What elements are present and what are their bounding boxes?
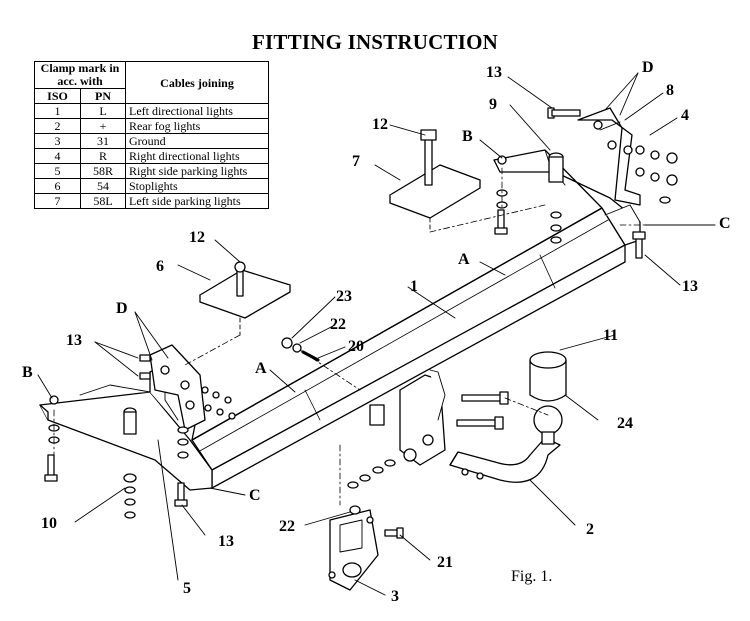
label-12-left: 12 bbox=[189, 229, 205, 246]
label-10: 10 bbox=[41, 515, 57, 532]
label-4: 4 bbox=[681, 107, 689, 124]
label-13-bottom: 13 bbox=[218, 533, 234, 550]
right-bracket-d bbox=[577, 107, 641, 206]
plate-7 bbox=[389, 129, 481, 233]
header-clamp-mark: Clamp mark in acc. with bbox=[34, 61, 126, 89]
hitch-mount-plate bbox=[369, 369, 446, 466]
header-pn: PN bbox=[80, 88, 126, 104]
label-20: 20 bbox=[348, 338, 364, 355]
label-c-right: C bbox=[719, 215, 731, 232]
label-22-bottom: 22 bbox=[279, 518, 295, 535]
label-22-top: 22 bbox=[330, 316, 346, 333]
label-b-left: B bbox=[22, 364, 33, 381]
bolts-and-nuts bbox=[44, 107, 678, 539]
label-13-top: 13 bbox=[486, 64, 502, 81]
label-24: 24 bbox=[617, 415, 633, 432]
label-5: 5 bbox=[183, 580, 191, 597]
label-13-right: 13 bbox=[682, 278, 698, 295]
leader-lines bbox=[37, 72, 716, 596]
label-d-right: D bbox=[642, 59, 654, 76]
assembly-lines bbox=[53, 167, 661, 506]
figure-caption: Fig. 1. bbox=[511, 568, 552, 585]
left-bracket-d bbox=[149, 344, 206, 431]
label-2: 2 bbox=[586, 521, 594, 538]
label-12-right: 12 bbox=[372, 116, 388, 133]
label-13-left: 13 bbox=[66, 332, 82, 349]
page-title: FITTING INSTRUCTION bbox=[252, 30, 498, 54]
label-21: 21 bbox=[437, 554, 453, 571]
right-side-bracket bbox=[493, 149, 641, 246]
ball-hitch-2 bbox=[449, 405, 563, 483]
label-9: 9 bbox=[489, 96, 497, 113]
label-7: 7 bbox=[352, 153, 360, 170]
label-b-right: B bbox=[462, 128, 473, 145]
ball-cover-24 bbox=[529, 351, 567, 402]
header-iso: ISO bbox=[33, 88, 82, 104]
socket-plate-3 bbox=[328, 509, 379, 591]
label-3: 3 bbox=[391, 588, 399, 605]
label-11: 11 bbox=[603, 327, 618, 344]
label-c-left: C bbox=[249, 487, 261, 504]
header-cables-joining: Cables joining bbox=[125, 61, 269, 104]
label-a-right: A bbox=[458, 251, 470, 268]
plate-6 bbox=[199, 261, 291, 336]
label-a-left: A bbox=[255, 360, 267, 377]
cables-joining-table: Clamp mark in acc. with Cables joining I… bbox=[33, 61, 269, 209]
label-23: 23 bbox=[336, 288, 352, 305]
label-8: 8 bbox=[666, 82, 674, 99]
label-6: 6 bbox=[156, 258, 164, 275]
label-1: 1 bbox=[410, 278, 418, 295]
label-d-left: D bbox=[116, 300, 128, 317]
